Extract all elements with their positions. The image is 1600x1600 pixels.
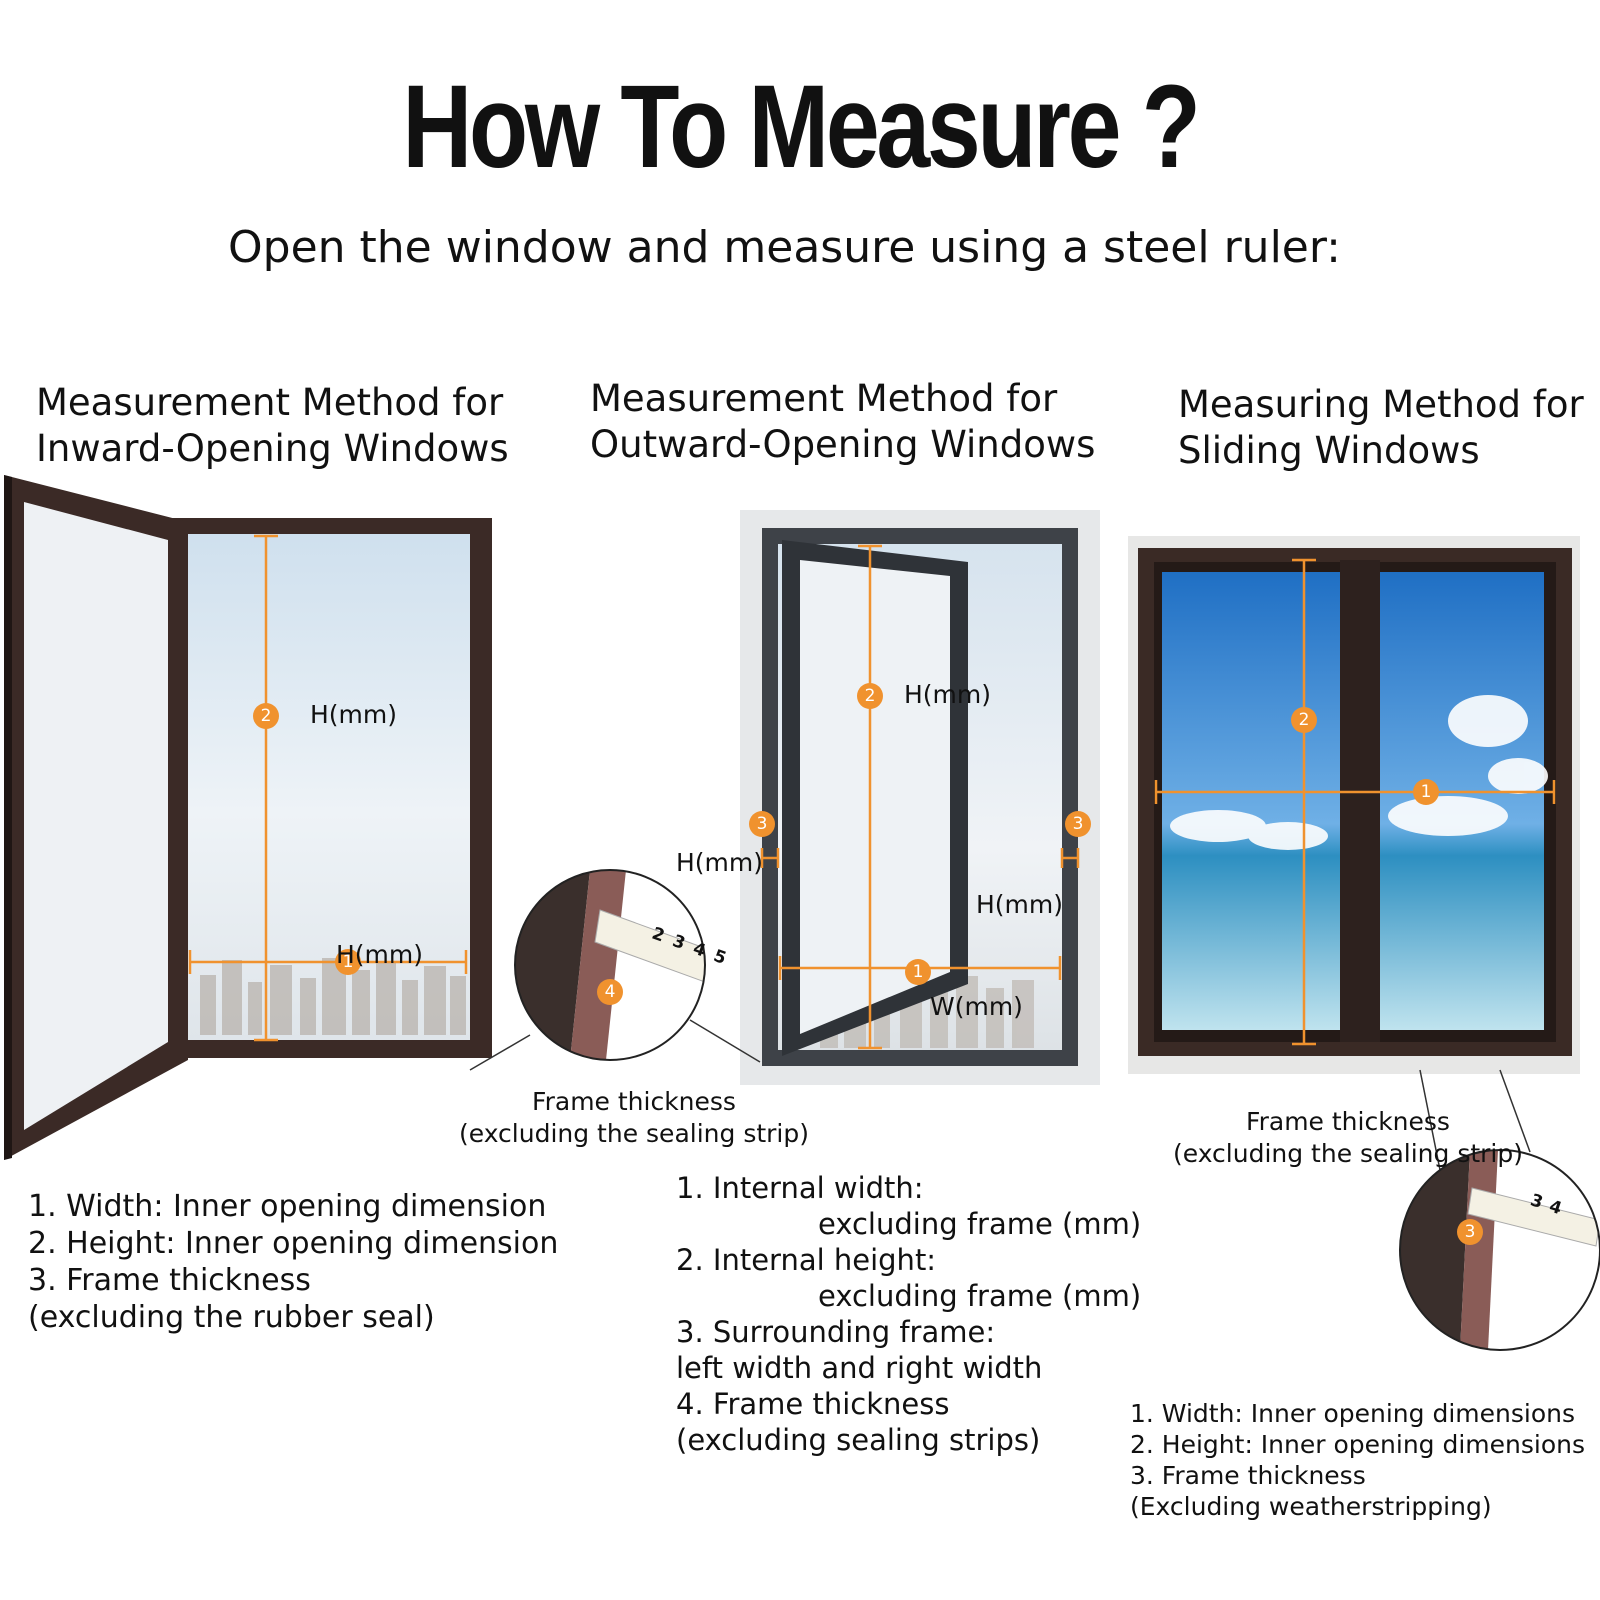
caption-frame-thickness: Frame thickness (excluding the sealing s… bbox=[454, 1086, 814, 1150]
window-glass bbox=[188, 534, 470, 1040]
caption-line: (excluding the sealing strip) bbox=[459, 1119, 809, 1148]
panel-heading-outward: Measurement Method for Outward-Opening W… bbox=[590, 376, 1095, 468]
page-title: How To Measure ? bbox=[402, 61, 1200, 193]
note-line: excluding frame (mm) bbox=[818, 1207, 1142, 1241]
note-line: (excluding the rubber seal) bbox=[28, 1300, 435, 1335]
panel-heading-line: Measurement Method for bbox=[590, 377, 1058, 420]
notes-inward: 1. Width: Inner opening dimension 2. Hei… bbox=[28, 1188, 558, 1336]
left-glass bbox=[1162, 572, 1344, 1030]
frame-thickness-magnifier bbox=[1399, 1069, 1600, 1351]
note-line: 3. Frame thickness bbox=[28, 1263, 311, 1298]
panel-heading-line: Inward-Opening Windows bbox=[36, 427, 509, 470]
badge-width: 1 bbox=[905, 959, 931, 985]
note-line: 3. Frame thickness bbox=[1130, 1461, 1366, 1490]
city-skyline bbox=[200, 958, 466, 1035]
note-line: left width and right width bbox=[676, 1351, 1043, 1385]
label-height: H(mm) bbox=[310, 700, 398, 729]
sliding-window-illustration bbox=[1128, 536, 1580, 1074]
label-right-frame: H(mm) bbox=[976, 890, 1064, 919]
note-line: (excluding sealing strips) bbox=[676, 1423, 1041, 1457]
note-line: 1. Width: Inner opening dimensions bbox=[1130, 1399, 1575, 1428]
caption-line: (excluding the sealing strip) bbox=[1173, 1139, 1523, 1168]
note-line: 2. Internal height: bbox=[676, 1243, 937, 1277]
note-line: 2. Height: Inner opening dimensions bbox=[1130, 1430, 1586, 1459]
notes-outward: 1. Internal width: excluding frame (mm) … bbox=[676, 1170, 1141, 1458]
note-line: 3. Surrounding frame: bbox=[676, 1315, 996, 1349]
badge-frame-thickness: 4 bbox=[597, 979, 623, 1005]
badge-width: 1 bbox=[335, 949, 361, 975]
sash-meeting-rail bbox=[1340, 560, 1380, 1042]
panel-heading-inward: Measurement Method for Inward-Opening Wi… bbox=[36, 380, 509, 472]
badge-width: 1 bbox=[1413, 779, 1439, 805]
badge-height: 2 bbox=[253, 703, 279, 729]
note-line: 4. Frame thickness bbox=[676, 1387, 950, 1421]
badge-frame-thickness: 3 bbox=[1457, 1219, 1483, 1245]
sash-glass bbox=[24, 502, 168, 1130]
notes-sliding: 1. Width: Inner opening dimensions 2. He… bbox=[1130, 1398, 1585, 1522]
caption-frame-thickness: Frame thickness (excluding the sealing s… bbox=[1168, 1106, 1528, 1170]
measure-lines bbox=[188, 534, 468, 1042]
label-height: H(mm) bbox=[904, 680, 992, 709]
badge-height: 2 bbox=[1291, 707, 1317, 733]
panel-heading-line: Measuring Method for bbox=[1178, 383, 1584, 426]
note-line: excluding frame (mm) bbox=[818, 1279, 1142, 1313]
label-left-frame: H(mm) bbox=[676, 848, 764, 877]
note-line: 2. Height: Inner opening dimension bbox=[28, 1226, 559, 1261]
panel-heading-sliding: Measuring Method for Sliding Windows bbox=[1178, 382, 1584, 474]
measure-lines bbox=[1154, 558, 1556, 1046]
badge-height: 2 bbox=[857, 683, 883, 709]
label-width: H(mm) bbox=[336, 940, 424, 969]
note-line: 1. Internal width: bbox=[676, 1171, 924, 1205]
frame-thickness-magnifier bbox=[469, 869, 761, 1071]
caption-line: Frame thickness bbox=[1246, 1107, 1450, 1136]
caption-line: Frame thickness bbox=[532, 1087, 736, 1116]
badge-right-frame: 3 bbox=[1065, 811, 1091, 837]
note-line: 1. Width: Inner opening dimension bbox=[28, 1189, 547, 1224]
outward-window-illustration bbox=[740, 510, 1100, 1085]
panel-heading-line: Measurement Method for bbox=[36, 381, 504, 424]
clouds bbox=[1170, 695, 1548, 850]
note-line: (Excluding weatherstripping) bbox=[1130, 1492, 1492, 1521]
page-subtitle: Open the window and measure using a stee… bbox=[228, 222, 1341, 273]
inward-window-illustration bbox=[4, 475, 492, 1160]
label-width: W(mm) bbox=[930, 992, 1023, 1021]
sash-glass bbox=[800, 560, 950, 1034]
panel-heading-line: Sliding Windows bbox=[1178, 429, 1480, 472]
badge-left-frame: 3 bbox=[749, 811, 775, 837]
panel-heading-line: Outward-Opening Windows bbox=[590, 423, 1096, 466]
